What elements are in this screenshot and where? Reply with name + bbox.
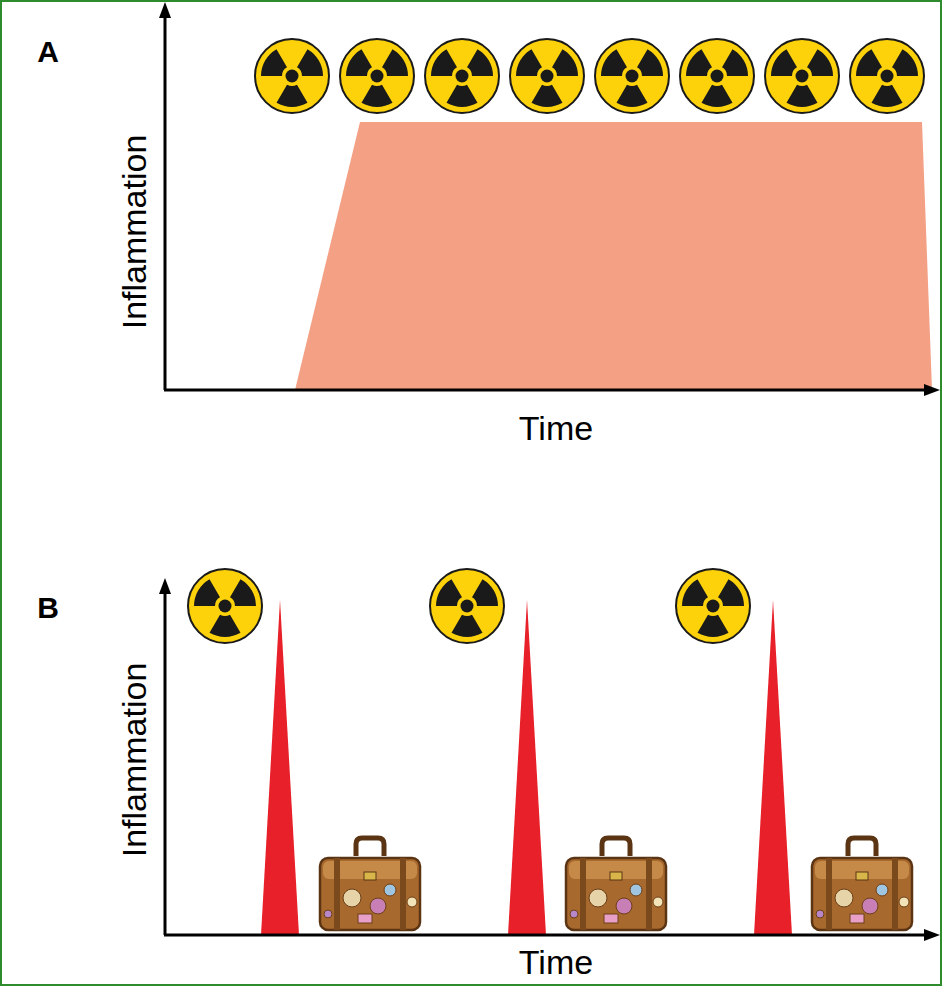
- radiation-symbol: [188, 569, 262, 643]
- inflammation-spike: [261, 600, 299, 935]
- radiation-symbol: [765, 39, 839, 113]
- panel-letter: A: [37, 37, 59, 67]
- axis-title: Inflammation: [117, 135, 151, 330]
- x-axis: [164, 389, 928, 392]
- y-axis: [164, 590, 167, 935]
- axis-title: Time: [519, 411, 593, 445]
- inflammation-spike: [754, 600, 792, 935]
- radiation-symbol: [676, 569, 750, 643]
- radiation-symbol: [510, 39, 584, 113]
- radiation-symbol: [595, 39, 669, 113]
- inflammation-spike: [508, 600, 546, 935]
- y-axis: [164, 14, 167, 390]
- radiation-symbol: [680, 39, 754, 113]
- radiation-symbol: [340, 39, 414, 113]
- inflammation-area: [295, 122, 932, 390]
- axis-arrowhead: [159, 2, 171, 18]
- axis-title: Time: [519, 945, 593, 979]
- panel-letter: B: [37, 593, 59, 623]
- radiation-symbol: [430, 569, 504, 643]
- axis-arrowhead: [924, 384, 940, 396]
- x-axis: [164, 934, 928, 937]
- radiation-symbol: [425, 39, 499, 113]
- axis-title: Inflammation: [117, 663, 151, 858]
- radiation-symbol: [850, 39, 924, 113]
- axis-arrowhead: [924, 929, 940, 941]
- axis-arrowhead: [159, 578, 171, 594]
- radiation-symbol: [255, 39, 329, 113]
